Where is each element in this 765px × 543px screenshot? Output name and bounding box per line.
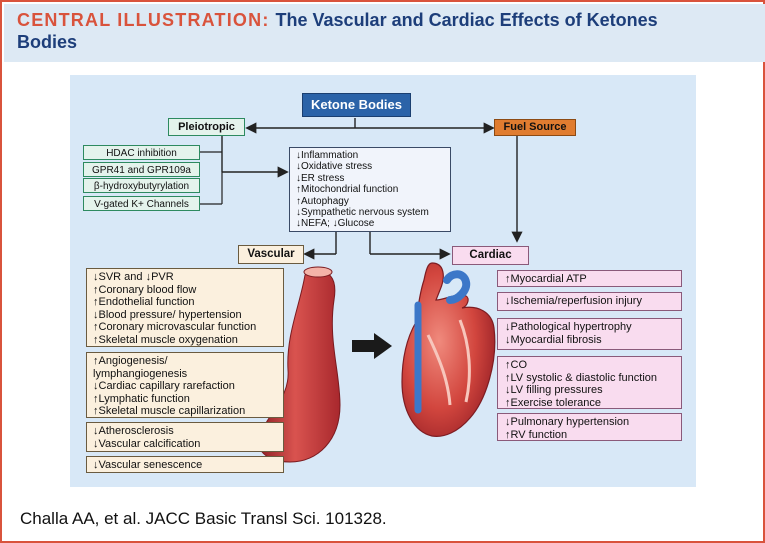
title-text-line2: Bodies — [17, 32, 78, 52]
vascular-effect: ↓SVR and ↓PVR — [93, 271, 174, 283]
effect-line: ↑Mitochondrial function — [296, 184, 399, 196]
cardiac-effect: ↑Exercise tolerance — [505, 396, 601, 409]
figure-title: CENTRAL ILLUSTRATION:The Vascular and Ca… — [17, 9, 757, 53]
title-lead: CENTRAL ILLUSTRATION: — [17, 10, 270, 30]
cardiac-effect: ↓Pathological hypertrophy — [505, 321, 632, 333]
vascular-box-hemodynamics: ↓SVR and ↓PVR ↑Coronary blood flow ↑Endo… — [86, 268, 284, 347]
title-text: The Vascular and Cardiac Effects of Keto… — [275, 10, 658, 30]
vascular-effect: ↑Skeletal muscle capillarization — [93, 405, 246, 417]
vascular-effect: ↑Coronary microvascular function — [93, 321, 257, 333]
vascular-box-atherosclerosis: ↓Atherosclerosis ↓Vascular calcification — [86, 422, 284, 452]
vascular-to-cardiac-arrow — [352, 333, 392, 359]
systemic-effects-box: ↓Inflammation ↓Oxidative stress ↓ER stre… — [289, 147, 451, 232]
cardiac-effect: ↑LV systolic & diastolic function — [505, 371, 658, 384]
vascular-box-senescence: ↓Vascular senescence — [86, 456, 284, 473]
cardiac-box-atp: ↑Myocardial ATP — [497, 270, 682, 287]
vascular-effect: ↓Blood pressure/ hypertension — [93, 308, 242, 321]
citation: Challa AA, et al. JACC Basic Transl Sci.… — [20, 509, 387, 528]
effect-line: ↓Oxidative stress — [296, 161, 373, 173]
vascular-effect: ↑Angiogenesis/ — [93, 355, 168, 367]
cardiac-box-ischemia: ↓Ischemia/reperfusion injury — [497, 292, 682, 311]
vascular-effect: ↓Atherosclerosis — [93, 425, 174, 437]
cardiac-effect: ↓Ischemia/reperfusion injury — [505, 295, 642, 307]
vascular-effect: ↑Lymphatic function — [93, 392, 190, 405]
mechanism-hdac: HDAC inhibition — [83, 145, 200, 160]
vascular-effect: ↓Vascular calcification — [93, 437, 201, 450]
vascular-label: Vascular — [238, 245, 304, 264]
cardiac-effect: ↓Myocardial fibrosis — [505, 333, 602, 346]
vascular-effect: ↑Coronary blood flow — [93, 283, 197, 296]
mechanism-gpr: GPR41 and GPR109a — [83, 162, 200, 177]
cardiac-effect: ↑CO — [505, 359, 527, 371]
vascular-effect: ↑Endothelial function — [93, 296, 195, 308]
heart-septum — [426, 334, 452, 406]
pulmonary-artery — [443, 270, 471, 304]
effect-line: ↓Sympathetic nervous system — [296, 207, 429, 219]
ketone-bodies-box: Ketone Bodies — [302, 93, 411, 117]
cardiac-effect: ↑RV function — [505, 428, 568, 441]
cardiac-effect: ↓Pulmonary hypertension — [505, 416, 630, 428]
effect-line: ↑Autophagy — [296, 195, 349, 207]
effect-line: ↓Inflammation — [296, 150, 359, 161]
pleiotropic-box: Pleiotropic — [168, 118, 245, 136]
cardiac-effect: ↓LV filling pressures — [505, 384, 603, 396]
vascular-effect: lymphangiogenesis — [93, 367, 188, 380]
cardiac-label: Cardiac — [452, 246, 529, 265]
cardiac-box-function: ↑CO ↑LV systolic & diastolic function ↓L… — [497, 356, 682, 409]
vascular-effect: ↓Vascular senescence — [93, 459, 203, 471]
vascular-box-angiogenesis: ↑Angiogenesis/ lymphangiogenesis ↓Cardia… — [86, 352, 284, 418]
cardiac-box-pulmonary: ↓Pulmonary hypertension ↑RV function — [497, 413, 682, 441]
effect-line: ↓NEFA; ↓Glucose — [296, 218, 375, 230]
fuel-source-box: Fuel Source — [494, 119, 576, 136]
vessel-lumen — [303, 266, 333, 278]
heart-chamber-wall — [458, 319, 471, 403]
vascular-effect: ↓Cardiac capillary rarefaction — [93, 380, 235, 392]
mechanism-bhb: β-hydroxybutyrylation — [83, 178, 200, 193]
mechanism-kchannels: V-gated K+ Channels — [83, 196, 200, 211]
figure-header — [4, 4, 765, 62]
effect-line: ↓ER stress — [296, 172, 345, 184]
cardiac-effect: ↑Myocardial ATP — [505, 273, 587, 285]
vascular-effect: ↑Skeletal muscle oxygenation — [93, 333, 238, 346]
cardiac-box-hypertrophy: ↓Pathological hypertrophy ↓Myocardial fi… — [497, 318, 682, 350]
